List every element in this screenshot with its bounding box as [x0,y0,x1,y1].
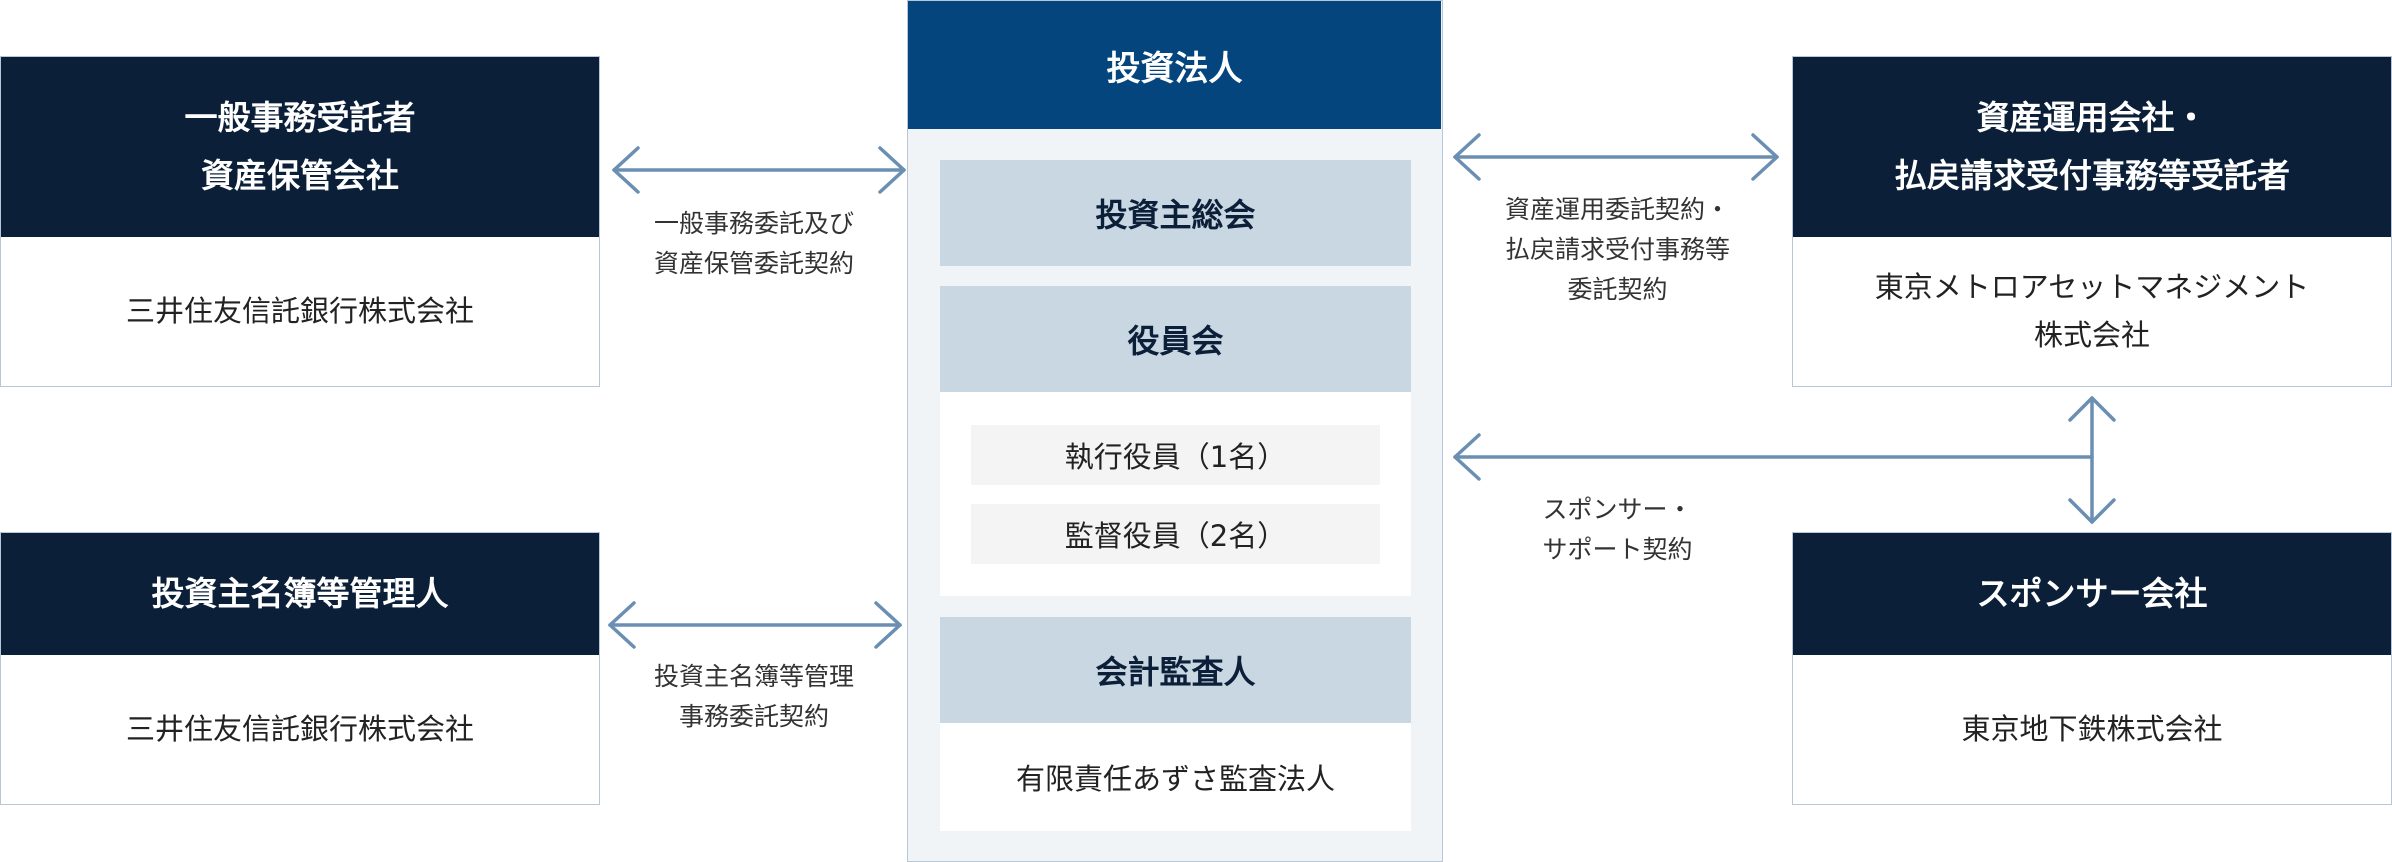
general-administrator-title-line2: 資産保管会社 [201,156,399,195]
sponsor-contract-line2: サポート契約 [1542,535,1693,564]
sponsor-connector-arrows [1453,396,2116,524]
unitholder-registry-company: 三井住友信託銀行株式会社 [1,655,599,803]
board-of-directors: 役員会 [940,286,1411,392]
sponsor-title: スポンサー会社 [1793,533,2391,655]
registry-contract-line2: 事務委託契約 [678,702,829,731]
executive-officer: 執行役員（1名） [971,425,1380,485]
asset-manager-box: 資産運用会社・ 払戻請求受付事務等受託者 東京メトロアセットマネジメント 株式会… [1792,56,2392,387]
asset-manager-title-line2: 払戻請求受付事務等受託者 [1894,156,2290,195]
asset-manager-title-line1: 資産運用会社・ [1976,98,2208,137]
registry-contract-label: 投資主名簿等管理 事務委託契約 [619,657,889,737]
asset-manager-company-line1: 東京メトロアセットマネジメント [1874,270,2310,304]
general-admin-contract-line2: 資産保管委託契約 [653,249,854,278]
board-of-directors-label: 役員会 [1127,322,1224,360]
sponsor-box: スポンサー会社 東京地下鉄株式会社 [1792,532,2392,805]
investment-corporation-title: 投資法人 [908,1,1441,129]
supervisory-officers-label: 監督役員（2名） [1064,519,1287,553]
sponsor-company-name: 東京地下鉄株式会社 [1961,712,2223,746]
sponsor-contract-label: スポンサー・ サポート契約 [1470,490,1765,570]
right-top-double-arrow [1453,133,1779,181]
left-bottom-double-arrow [608,601,902,649]
general-administrator-box: 一般事務受託者 資産保管会社 三井住友信託銀行株式会社 [0,56,600,387]
asset-management-contract-label: 資産運用委託契約・ 払戻請求受付事務等 委託契約 [1470,190,1765,310]
general-admin-contract-line1: 一般事務委託及び [653,209,854,238]
accounting-auditor: 会計監査人 [940,617,1411,723]
accounting-auditor-label: 会計監査人 [1095,653,1256,691]
general-administrator-title: 一般事務受託者 資産保管会社 [1,57,599,237]
general-administrator-company-name: 三井住友信託銀行株式会社 [125,294,474,328]
sponsor-company: 東京地下鉄株式会社 [1793,655,2391,803]
asset-manager-company: 東京メトロアセットマネジメント 株式会社 [1793,237,2391,385]
general-meeting-label: 投資主総会 [1095,196,1256,234]
general-meeting: 投資主総会 [940,160,1411,266]
unitholder-registry-title-text: 投資主名簿等管理人 [151,574,449,613]
general-administrator-company: 三井住友信託銀行株式会社 [1,237,599,385]
asset-management-contract-line1: 資産運用委託契約・ [1504,195,1730,224]
asset-manager-title: 資産運用会社・ 払戻請求受付事務等受託者 [1793,57,2391,237]
auditor-name: 有限責任あずさ監査法人 [1015,762,1335,796]
sponsor-contract-line1: スポンサー・ [1542,495,1693,524]
asset-management-contract-line3: 委託契約 [1567,275,1668,304]
unitholder-registry-title: 投資主名簿等管理人 [1,533,599,655]
asset-management-contract-line2: 払戻請求受付事務等 [1504,235,1730,264]
supervisory-officers: 監督役員（2名） [971,504,1380,564]
unitholder-registry-box: 投資主名簿等管理人 三井住友信託銀行株式会社 [0,532,600,805]
auditor-name-box: 有限責任あずさ監査法人 [940,723,1411,831]
executive-officer-label: 執行役員（1名） [1064,440,1287,474]
left-top-double-arrow [612,146,906,194]
investment-corporation-title-text: 投資法人 [1106,48,1243,89]
general-admin-contract-label: 一般事務委託及び 資産保管委託契約 [619,204,889,284]
asset-manager-company-line2: 株式会社 [2033,318,2150,352]
investment-corporation: 投資法人 投資主総会 役員会 執行役員（1名） 監督役員（2名） 会計監査人 有… [907,0,1443,862]
officers-list: 執行役員（1名） 監督役員（2名） [940,392,1411,596]
unitholder-registry-company-name: 三井住友信託銀行株式会社 [125,712,474,746]
general-administrator-title-line1: 一般事務受託者 [184,98,416,137]
sponsor-title-text: スポンサー会社 [1976,574,2208,613]
registry-contract-line1: 投資主名簿等管理 [653,662,854,691]
